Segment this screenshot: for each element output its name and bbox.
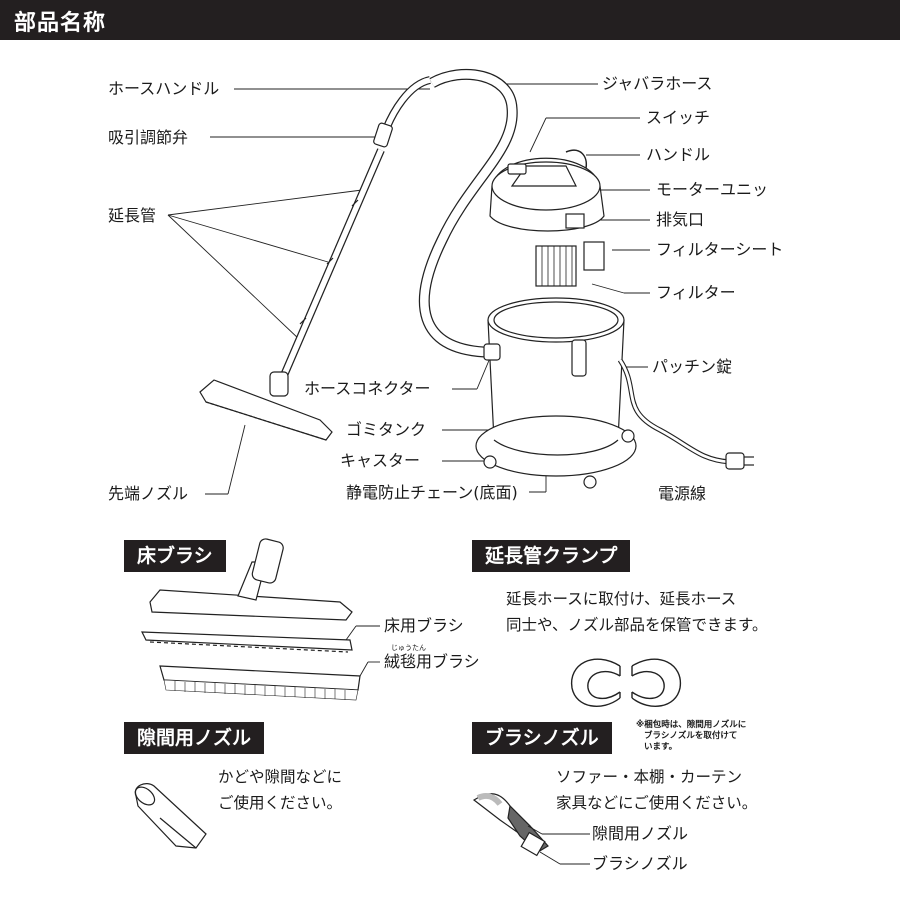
brush-desc-line1: ソファー・本棚・カーテン bbox=[556, 768, 743, 786]
leader-lines bbox=[167, 83, 650, 495]
brush-note-line1: ※梱包時は、隙間用ノズルに bbox=[636, 720, 747, 730]
label-motor-unit: モーターユニッ bbox=[656, 180, 769, 199]
label-exhaust: 排気口 bbox=[656, 210, 705, 229]
header-bar: 部品名称 bbox=[0, 0, 900, 40]
clamp-tag: 延長管クランプ bbox=[472, 540, 631, 572]
filter bbox=[535, 241, 605, 287]
label-hose-connector: ホースコネクター bbox=[304, 379, 431, 398]
page-title: 部品名称 bbox=[14, 11, 107, 36]
label-floor-use-brush: 床用ブラシ bbox=[384, 616, 464, 635]
power-plug bbox=[725, 452, 745, 470]
floor-brush-tag: 床ブラシ bbox=[124, 540, 226, 572]
crevice-desc-line2: ご使用ください。 bbox=[218, 794, 343, 812]
dust-tank bbox=[475, 297, 637, 489]
clamp-desc-line1: 延長ホースに取付け、延長ホース bbox=[506, 590, 737, 608]
label-carpet-brush: 絨毯用ブラシ bbox=[384, 652, 480, 671]
clamp-drawing bbox=[570, 658, 682, 707]
brush-nozzle-tag: ブラシノズル bbox=[472, 722, 612, 754]
label-extension-pipe: 延長管 bbox=[108, 206, 157, 225]
label-brush-nozzle: ブラシノズル bbox=[592, 854, 688, 873]
label-hose-handle: ホースハンドル bbox=[108, 79, 220, 98]
crevice-desc-line1: かどや隙間などに bbox=[218, 768, 343, 786]
brush-nozzle-drawing bbox=[472, 793, 549, 857]
tip-nozzle bbox=[199, 371, 333, 441]
label-brush-crevice: 隙間用ノズル bbox=[592, 824, 689, 843]
label-antistatic-chain: 静電防止チェーン(底面) bbox=[346, 483, 518, 502]
brush-note-line3: います。 bbox=[644, 742, 678, 752]
carpet-ruby: じゅうたん bbox=[391, 644, 426, 652]
label-dust-tank: ゴミタンク bbox=[346, 420, 427, 439]
floor-brush-head bbox=[149, 538, 353, 621]
label-handle: ハンドル bbox=[646, 145, 711, 164]
crevice-nozzle-tag: 隙間用ノズル bbox=[124, 722, 265, 754]
brush-desc-line2: 家具などにご使用ください。 bbox=[556, 794, 758, 812]
label-switch: スイッチ bbox=[646, 108, 711, 127]
label-caster: キャスター bbox=[340, 451, 421, 470]
brush-note-line2: ブラシノズルを取付けて bbox=[644, 731, 738, 741]
label-power-cord: 電源線 bbox=[658, 484, 707, 503]
label-bellows-hose: ジャバラホース bbox=[602, 74, 713, 93]
motor-unit bbox=[489, 149, 605, 232]
label-latch: パッチン錠 bbox=[652, 357, 733, 376]
carpet-brush bbox=[159, 665, 361, 701]
floor-use-brush bbox=[141, 631, 353, 653]
label-suction-valve: 吸引調節弁 bbox=[108, 128, 189, 147]
crevice-nozzle-drawing bbox=[134, 783, 207, 849]
label-filter-sheet: フィルターシート bbox=[656, 240, 784, 259]
label-tip-nozzle: 先端ノズル bbox=[108, 484, 189, 503]
label-filter: フィルター bbox=[656, 283, 736, 302]
clamp-desc-line2: 同士や、ノズル部品を保管できます。 bbox=[506, 616, 768, 634]
